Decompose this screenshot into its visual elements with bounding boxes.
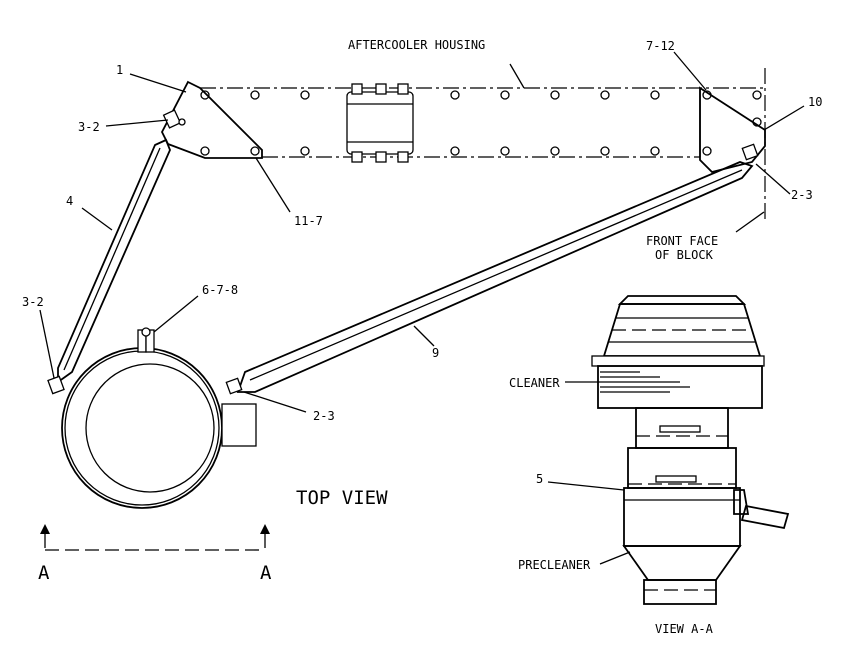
- hose-coupling: [346, 83, 414, 163]
- callout-4: 4: [66, 194, 73, 208]
- body-shading: [600, 371, 690, 393]
- callout-3-2-top: 3-2: [78, 120, 100, 134]
- bolt-holes-top: [200, 90, 762, 100]
- callout-10: 10: [808, 95, 822, 109]
- support-strut-9: [225, 161, 754, 395]
- aftercooler-housing: [200, 68, 766, 222]
- label-view-a-a: VIEW A-A: [655, 622, 714, 636]
- callout-11-7: 11-7: [294, 214, 323, 228]
- left-bracket: [160, 80, 263, 159]
- callout-3-2-bottom: 3-2: [22, 295, 44, 309]
- label-section-a-right: A: [260, 562, 272, 584]
- label-top-view: TOP VIEW: [296, 487, 388, 509]
- callout-9: 9: [432, 346, 439, 360]
- callout-1: 1: [116, 63, 123, 77]
- callout-6-7-8: 6-7-8: [202, 283, 238, 297]
- callout-2-3-right: 2-3: [791, 188, 813, 202]
- right-bracket: [699, 86, 766, 173]
- air-cleaner-top-view: [61, 327, 257, 509]
- label-precleaner: PRECLEANER: [518, 558, 591, 572]
- callout-2-3-bottom: 2-3: [313, 409, 335, 423]
- label-of-block: OF BLOCK: [655, 248, 714, 262]
- callout-7-12: 7-12: [646, 39, 675, 53]
- bolt-holes-bottom: [200, 117, 762, 156]
- label-cleaner: CLEANER: [509, 376, 560, 390]
- label-section-a-left: A: [38, 562, 50, 584]
- air-cleaner-side-view: [591, 295, 790, 605]
- section-line-a-a: [40, 524, 270, 551]
- callout-5: 5: [536, 472, 543, 486]
- label-aftercooler-housing: AFTERCOOLER HOUSING: [348, 38, 485, 52]
- support-strut-4: [47, 138, 171, 395]
- label-front-face: FRONT FACE: [646, 234, 718, 248]
- leader-lines: [39, 51, 805, 565]
